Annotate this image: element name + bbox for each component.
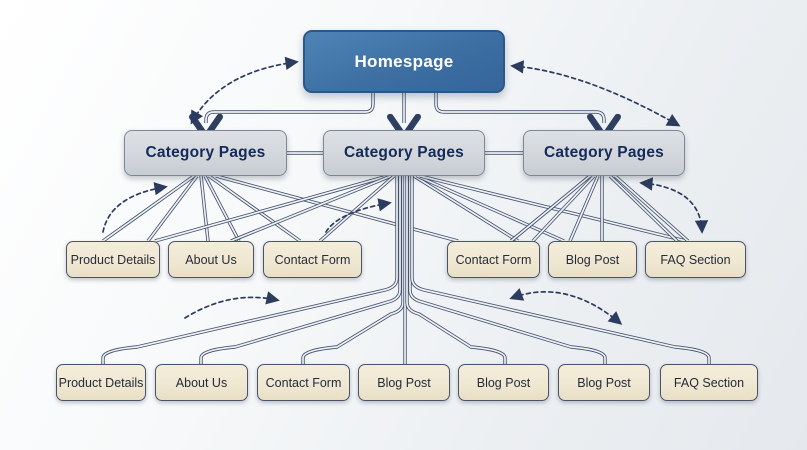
node-blog-post-3: Blog Post xyxy=(458,364,549,401)
node-label: Product Details xyxy=(70,252,156,267)
node-label: Category Pages xyxy=(344,144,464,161)
dashed-arrow-lower-left xyxy=(184,291,280,319)
node-homepage: Homespage xyxy=(303,30,505,93)
node-label: Category Pages xyxy=(145,144,266,161)
node-label: About Us xyxy=(185,252,237,267)
node-faq-section-2: FAQ Section xyxy=(660,364,758,401)
node-label: Blog Post xyxy=(565,252,620,267)
node-label: Blog Post xyxy=(377,375,431,390)
node-product-details-2: Product Details xyxy=(56,364,146,401)
node-faq-section-1: FAQ Section xyxy=(645,241,746,278)
node-label: Contact Form xyxy=(274,252,351,267)
dashed-arrow-mid-right xyxy=(639,177,709,234)
node-about-us-2: About Us xyxy=(155,364,248,401)
node-contact-form-3: Contact Form xyxy=(257,364,350,401)
node-label: Contact Form xyxy=(455,252,532,267)
node-label: FAQ Section xyxy=(660,252,731,267)
node-label: Contact Form xyxy=(265,375,342,390)
node-category-3: Category Pages xyxy=(523,130,685,176)
node-category-2: Category Pages xyxy=(323,130,485,176)
node-blog-post-1: Blog Post xyxy=(548,241,637,278)
node-label: Blog Post xyxy=(476,375,531,390)
dashed-arrow-mid-left xyxy=(102,182,168,233)
node-blog-post-2: Blog Post xyxy=(358,364,450,401)
node-product-details-1: Product Details xyxy=(66,241,160,278)
node-about-us-1: About Us xyxy=(168,241,254,278)
edge-homepage-category-1 xyxy=(206,93,375,123)
dashed-arrow-homepage-right xyxy=(510,60,681,127)
node-contact-form-1: Contact Form xyxy=(263,241,362,278)
node-label: FAQ Section xyxy=(673,375,745,390)
node-contact-form-2: Contact Form xyxy=(447,241,540,278)
node-label: Category Pages xyxy=(544,144,664,161)
node-label: About Us xyxy=(175,375,228,390)
edge-homepage-category-3 xyxy=(434,93,604,123)
node-category-1: Category Pages xyxy=(124,130,287,176)
dashed-annotation-arrows xyxy=(102,56,709,325)
dashed-arrow-mid-center xyxy=(325,198,392,233)
node-label: Blog Post xyxy=(577,375,631,390)
dashed-arrow-homepage-left xyxy=(190,56,299,125)
dashed-arrow-lower-right xyxy=(509,288,623,325)
node-label: Product Details xyxy=(58,375,144,390)
node-blog-post-4: Blog Post xyxy=(558,364,650,401)
edges xyxy=(101,93,711,364)
node-label: Homespage xyxy=(354,51,454,71)
